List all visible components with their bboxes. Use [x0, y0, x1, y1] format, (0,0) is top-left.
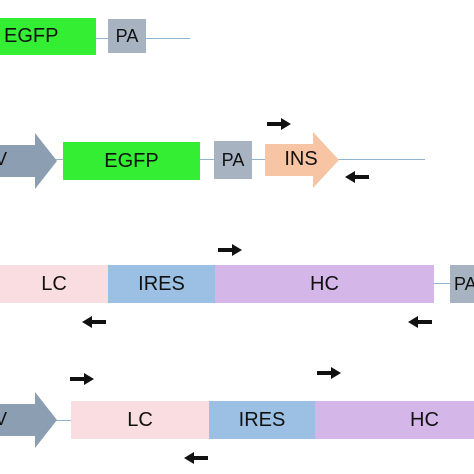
forward-primer-arrow — [70, 373, 94, 385]
hc-label: HC — [310, 272, 339, 295]
pa-label: PA — [221, 149, 245, 170]
hc-label: HC — [410, 408, 439, 431]
pa-box: PA — [214, 141, 252, 179]
ires-label: IRES — [238, 408, 286, 431]
backbone-line — [434, 283, 450, 284]
ires-box: IRES — [209, 401, 315, 439]
reverse-primer-arrow — [408, 316, 432, 328]
forward-primer-arrow — [267, 118, 291, 130]
hc-box: HC — [215, 265, 434, 303]
hc-box: HC — [315, 401, 474, 439]
promoter-fragment-label: V — [0, 148, 7, 169]
pa-label: PA — [454, 273, 474, 294]
ires-box: IRES — [108, 265, 215, 303]
lc-box: LC — [0, 265, 108, 303]
forward-primer-arrow — [218, 244, 242, 256]
egfp-box: EGFP — [0, 18, 96, 55]
egfp-label: EGFP — [104, 149, 159, 172]
egfp-box: EGFP — [63, 142, 200, 180]
forward-primer-arrow — [317, 367, 341, 379]
reverse-primer-arrow — [345, 171, 369, 183]
lc-label: LC — [127, 408, 153, 431]
ires-label: IRES — [138, 272, 185, 295]
promoter-fragment-label: V — [0, 408, 7, 429]
reverse-primer-arrow — [184, 452, 208, 464]
pa-box: PA — [450, 265, 474, 303]
promoter-arrow — [0, 133, 57, 189]
pa-label: PA — [115, 25, 139, 46]
ins-label: INS — [284, 147, 318, 170]
reverse-primer-arrow — [82, 316, 106, 328]
egfp-label: EGFP — [4, 25, 59, 47]
lc-label: LC — [41, 272, 67, 295]
ins-arrow — [265, 132, 339, 188]
lc-box: LC — [71, 401, 209, 439]
pa-box: PA — [108, 19, 146, 53]
backbone-line — [0, 159, 425, 160]
promoter-arrow — [0, 392, 57, 448]
